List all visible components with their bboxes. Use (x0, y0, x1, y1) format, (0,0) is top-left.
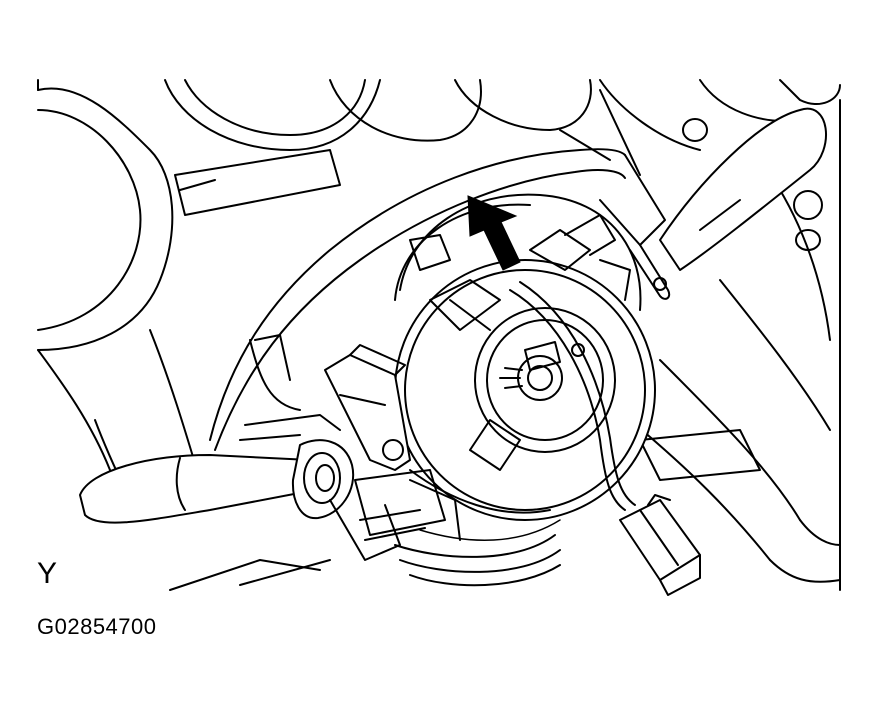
left-combination-switch-lever (79, 334, 355, 524)
dashboard-background (37, 79, 841, 591)
column-cover (209, 148, 671, 451)
combination-switch-bracket (324, 344, 461, 561)
view-label: Y (37, 557, 58, 590)
right-combination-switch-lever (659, 107, 827, 271)
figure-code: G02854700 (37, 614, 157, 639)
frame-edges (37, 79, 841, 591)
wire-harness (394, 281, 636, 587)
harness-connector (619, 494, 701, 596)
bold-up-arrow-icon (467, 195, 521, 271)
